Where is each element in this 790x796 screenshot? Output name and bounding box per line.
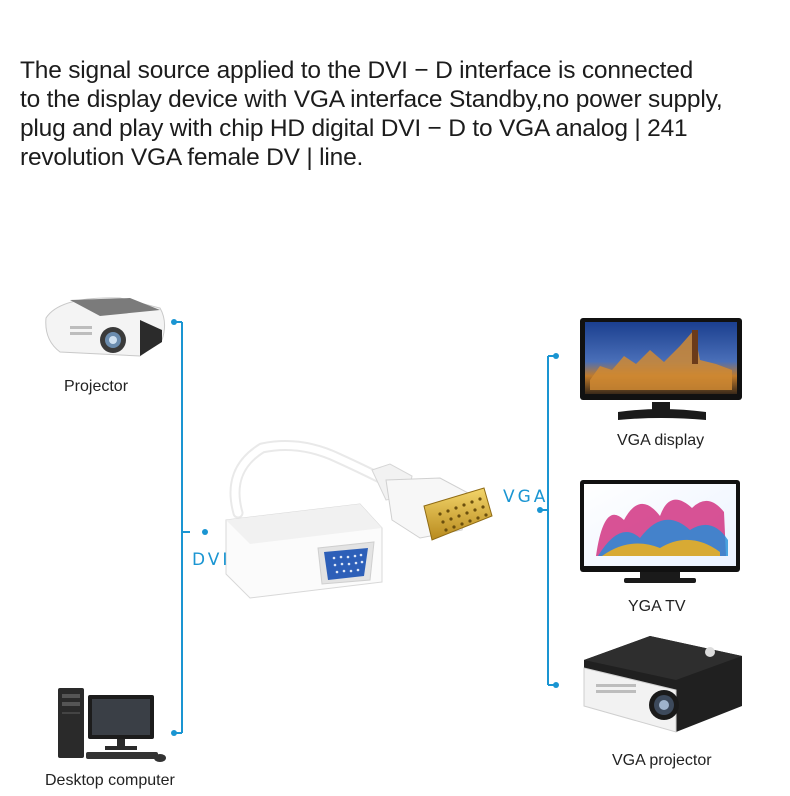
headline-line-2: to the display device with VGA interface… [20, 86, 723, 113]
bracket-dot-icon [171, 319, 177, 325]
dvi-label: DVI [192, 550, 231, 570]
headline: The signal source applied to the DVI − D… [20, 56, 780, 172]
projector-label: Projector [64, 378, 129, 395]
left-bracket [171, 319, 208, 736]
dvi-to-vga-adapter-icon [225, 440, 493, 599]
bracket-dot-icon [202, 529, 208, 535]
projector-icon [583, 636, 742, 733]
yga-tv-label: YGA TV [628, 598, 686, 615]
headline-line-1: The signal source applied to the DVI − D… [20, 57, 694, 84]
vga-projector-label: VGA projector [612, 752, 712, 769]
bracket-dot-icon [537, 507, 543, 513]
bracket-dot-icon [553, 682, 559, 688]
headline-line-4: revolution VGA female DV | line. [20, 144, 364, 171]
vga-display-label: VGA display [617, 432, 705, 449]
vga-label: VGA [503, 487, 549, 507]
tv-icon [580, 480, 740, 583]
projector-icon [45, 297, 166, 357]
monitor-icon [580, 318, 742, 420]
bracket-dot-icon [171, 730, 177, 736]
desktop-computer-icon [58, 688, 166, 762]
bracket-dot-icon [553, 353, 559, 359]
headline-line-3: plug and play with chip HD digital DVI −… [20, 115, 688, 142]
desktop-computer-label: Desktop computer [45, 772, 175, 789]
right-bracket [537, 353, 559, 688]
